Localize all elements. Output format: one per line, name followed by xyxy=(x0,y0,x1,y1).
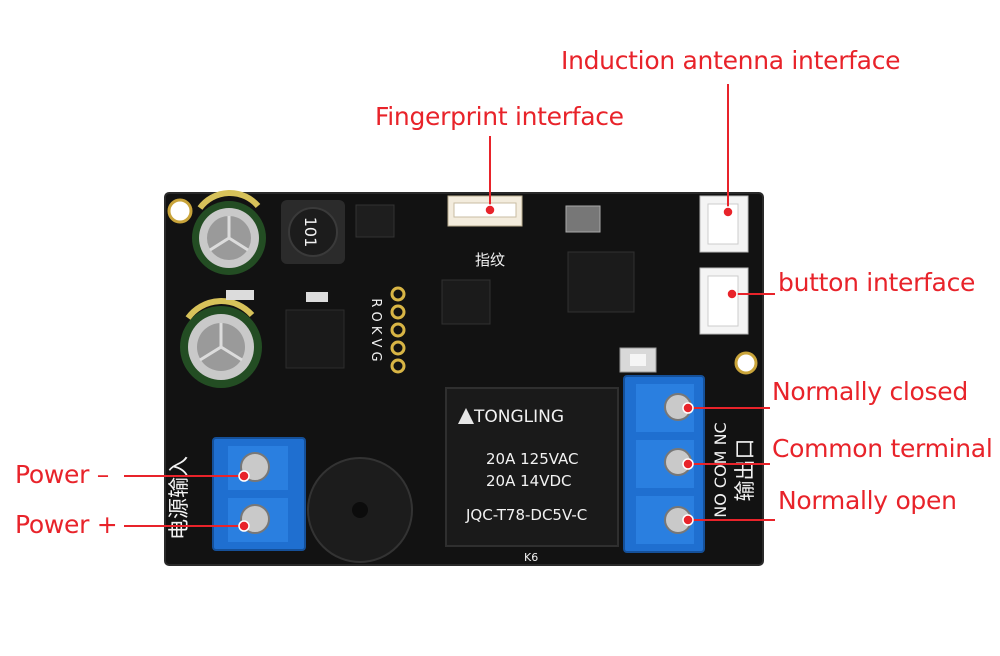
power-minus-callout: Power – xyxy=(15,460,109,489)
regulator-chip xyxy=(285,309,345,369)
induction-antenna-callout: Induction antenna interface xyxy=(561,46,901,75)
output-silkscreen: 输出口 xyxy=(733,439,757,502)
transistor xyxy=(355,204,395,238)
fingerprint-callout: Fingerprint interface xyxy=(375,102,624,131)
relay-model: JQC-T78-DC5V-C xyxy=(465,506,587,524)
mounting-hole xyxy=(734,351,758,375)
smd-parts xyxy=(306,292,328,302)
pin-header xyxy=(390,286,406,374)
crystal xyxy=(565,205,601,233)
relay-terminal-silkscreen: NO COM NC xyxy=(711,422,730,517)
buzzer xyxy=(307,457,413,563)
power-inductor: 101 xyxy=(281,200,345,264)
power-terminal-block xyxy=(212,437,306,551)
power-input-silkscreen: 电源输入 xyxy=(167,456,191,540)
relay-rating-dc: 20A 14VDC xyxy=(486,472,572,490)
normally-open-callout: Normally open xyxy=(778,486,957,515)
relay-ref: K6 xyxy=(524,551,538,564)
callout-leaders xyxy=(124,84,775,532)
relay-brand: TONGLING xyxy=(473,407,564,427)
electrolytic-capacitor xyxy=(192,189,266,275)
button-connector xyxy=(699,267,749,335)
relay-rating-ac: 20A 125VAC xyxy=(486,450,579,468)
antenna-connector xyxy=(699,195,749,253)
power-plus-callout: Power + xyxy=(15,510,118,539)
mounting-hole xyxy=(167,198,193,224)
relay: TONGLING 20A 125VAC 20A 14VDC JQC-T78-DC… xyxy=(445,387,619,547)
mcu-chip xyxy=(567,251,635,313)
common-terminal-callout: Common terminal xyxy=(772,434,993,463)
inductor-marking: 101 xyxy=(301,217,320,248)
sensor-chip xyxy=(441,279,491,325)
electrolytic-capacitor xyxy=(180,298,262,388)
fingerprint-silkscreen: 指纹 xyxy=(475,251,505,269)
normally-closed-callout: Normally closed xyxy=(772,377,968,406)
button-callout: button interface xyxy=(778,268,976,297)
smd-parts xyxy=(226,290,254,300)
kvg-silkscreen: R O K V G xyxy=(368,298,383,361)
